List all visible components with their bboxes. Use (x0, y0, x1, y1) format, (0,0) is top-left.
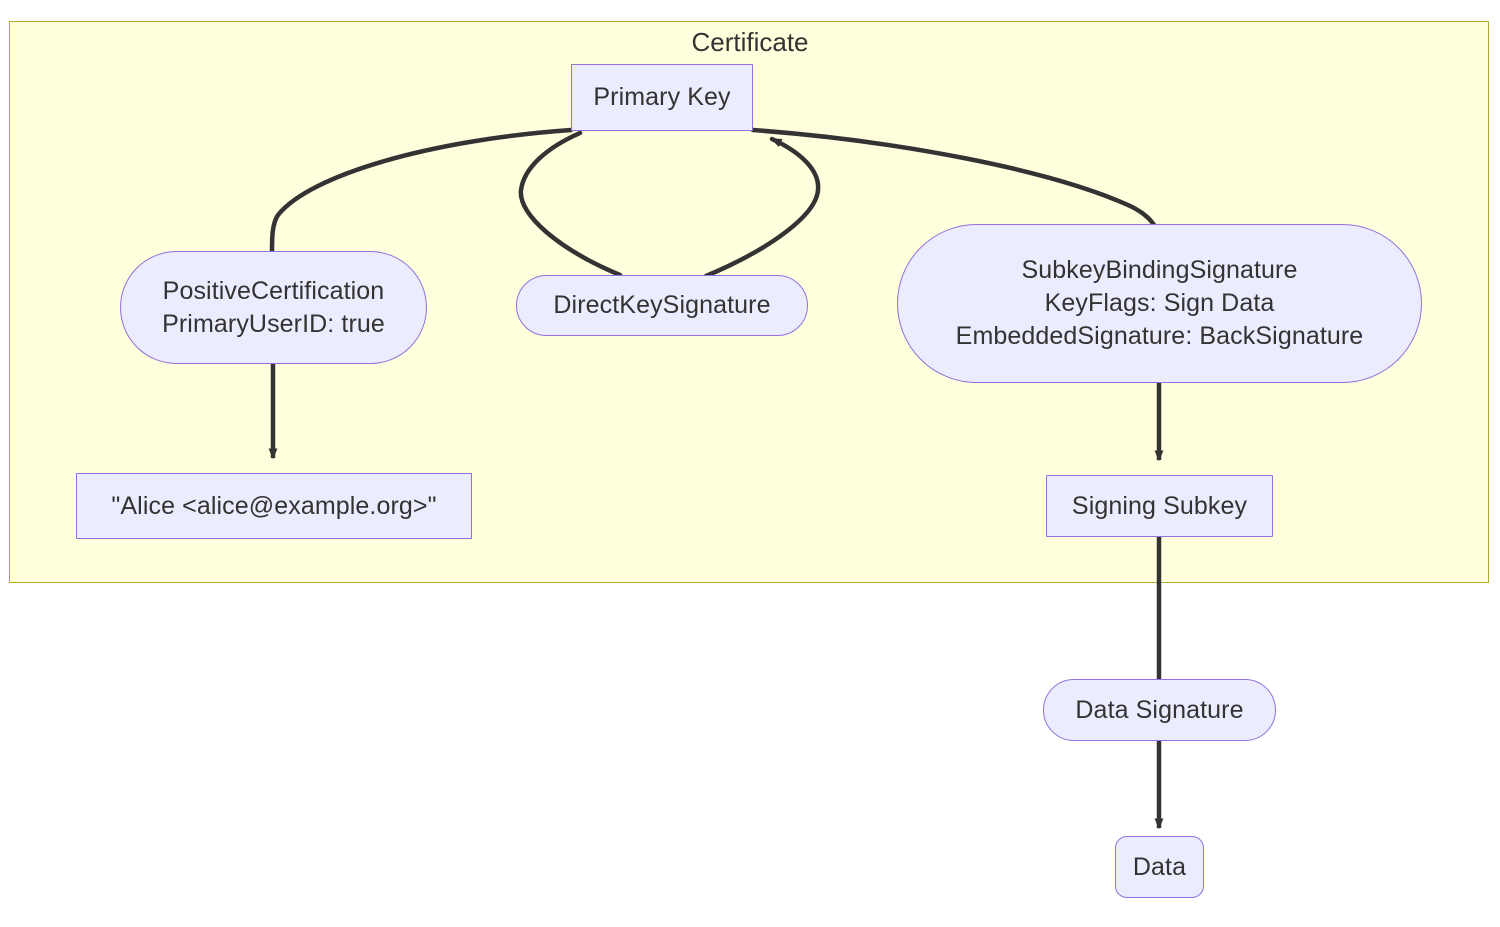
node-data[interactable]: Data (1115, 836, 1204, 898)
edge-primarykey-positivecertification (269, 127, 574, 254)
node-positive-certification-label: PositiveCertification PrimaryUserID: tru… (162, 276, 385, 338)
node-user-id[interactable]: "Alice <alice@example.org>" (76, 473, 472, 539)
node-primary-key-label: Primary Key (593, 83, 731, 111)
edge-primarykey-subkeybindingsignature (750, 127, 1162, 244)
node-user-id-label: "Alice <alice@example.org>" (111, 491, 437, 520)
node-data-label: Data (1132, 852, 1187, 881)
node-subkey-binding-signature[interactable]: SubkeyBindingSignature KeyFlags: Sign Da… (897, 224, 1422, 383)
node-subkey-binding-signature-label: SubkeyBindingSignature KeyFlags: Sign Da… (955, 256, 1364, 350)
node-signing-subkey-label: Signing Subkey (1071, 491, 1248, 520)
node-data-signature[interactable]: Data Signature (1043, 679, 1276, 741)
node-positive-certification[interactable]: PositiveCertification PrimaryUserID: tru… (120, 251, 427, 364)
subgraph-certificate-label: Certificate (691, 27, 809, 57)
node-signing-subkey[interactable]: Signing Subkey (1046, 475, 1273, 537)
node-direct-key-signature-label: DirectKeySignature (553, 291, 771, 319)
node-direct-key-signature[interactable]: DirectKeySignature (516, 275, 808, 336)
edge-directkeysignature-primarykey (703, 136, 821, 279)
node-primary-key[interactable]: Primary Key (571, 64, 753, 131)
node-data-signature-label: Data Signature (1075, 695, 1244, 724)
edge-primarykey-directkeysignature (518, 130, 623, 278)
